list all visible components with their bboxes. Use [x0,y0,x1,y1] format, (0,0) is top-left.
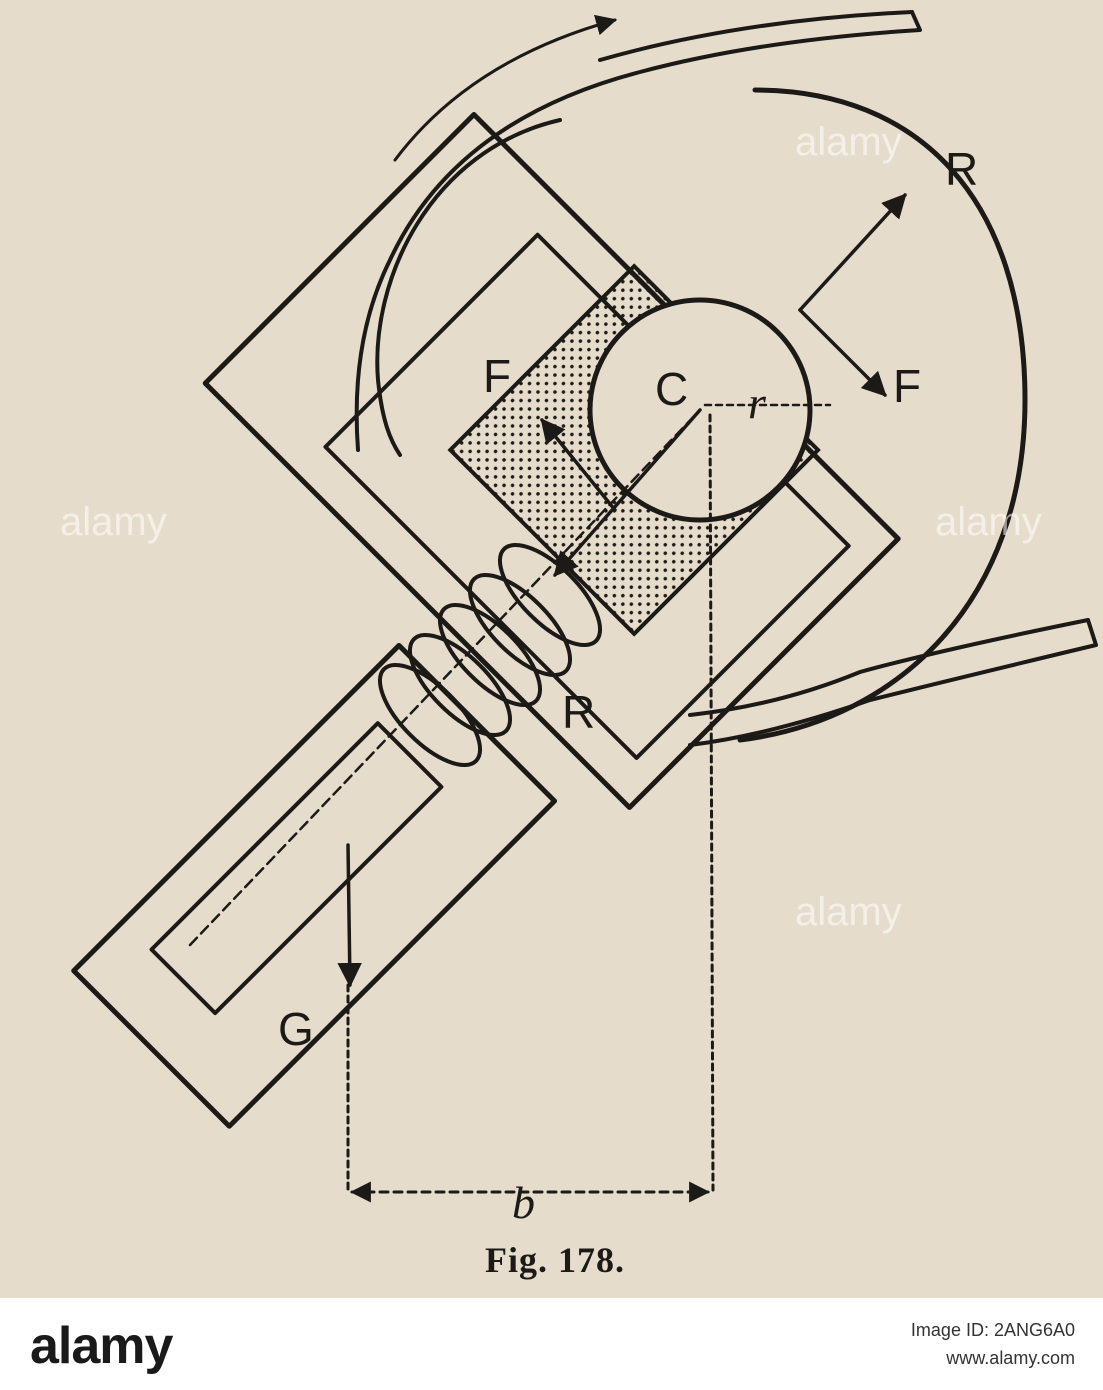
footer-url: www.alamy.com [946,1348,1075,1368]
watermark-text: alamy [60,500,167,544]
label-r-spring: R [562,686,595,738]
label-f-right: F [893,360,921,412]
holder-clamp [71,642,558,1129]
footer-image-id: Image ID: 2ANG6A0 [910,1320,1075,1340]
commutator-left-arc [375,118,562,457]
force-arrow-f-right [798,308,887,397]
force-arrow-r-down [553,408,702,577]
vertical-drop-c [708,413,715,1192]
stock-footer: alamy Image ID: 2ANG6A0 www.alamy.com [0,1298,1103,1390]
force-arrow-g [337,843,362,988]
label-b-distance: b [512,1177,535,1228]
figure-caption: Fig. 178. [485,1240,625,1280]
label-c-center: C [655,363,688,415]
lower-lead-strip-inner [688,618,1090,717]
watermark-text: alamy [795,890,902,934]
label-r-radius: r [748,377,767,428]
lower-lead-strip [688,618,1098,747]
brush-holder-diagram: R F C r F R G b Fig. 178. alamy alamy al… [60,10,1098,1280]
commutator-circle [737,87,1028,743]
label-g-weight: G [278,1003,314,1055]
spring-axis-line [188,408,702,947]
watermark-text: alamy [795,120,902,164]
upper-lead-strip-inner [598,10,914,62]
force-arrow-f-left [540,418,617,512]
label-f-left: F [483,350,511,402]
figure-area: R F C r F R G b Fig. 178. alamy alamy al… [60,10,1098,1280]
label-r-top: R [945,143,978,195]
rotation-arrow [393,14,618,162]
watermark: alamy alamy alamy alamy [60,120,1042,934]
upper-lead-strip [354,10,922,452]
footer-brand: alamy [30,1317,173,1375]
watermark-text: alamy [935,500,1042,544]
force-arrow-outward [798,193,907,312]
footer-meta: Image ID: 2ANG6A0 www.alamy.com [911,1316,1075,1372]
